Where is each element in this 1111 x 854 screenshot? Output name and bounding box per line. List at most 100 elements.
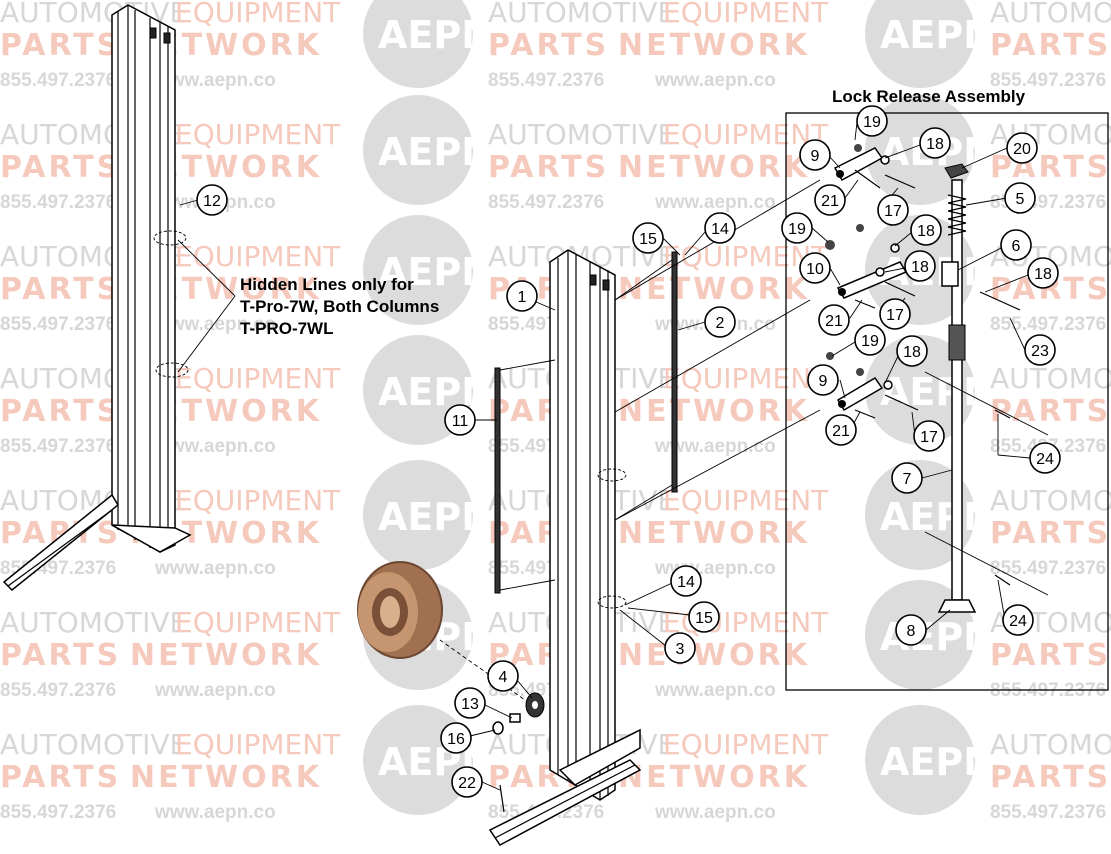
svg-text:855.497.2376: 855.497.2376 xyxy=(0,680,116,701)
svg-text:NETWORK: NETWORK xyxy=(618,516,810,551)
svg-text:17: 17 xyxy=(884,203,902,220)
svg-text:6: 6 xyxy=(1012,238,1021,255)
svg-text:7: 7 xyxy=(903,471,912,488)
svg-text:AEPN: AEPN xyxy=(378,130,493,174)
callout-9-top: 9 xyxy=(799,139,831,171)
callout-6: 6 xyxy=(1000,229,1032,261)
svg-text:EQUIPMENT: EQUIPMENT xyxy=(175,118,341,151)
callout-23: 23 xyxy=(1024,334,1056,366)
svg-text:AUTOMOTIVE: AUTOMOTIVE xyxy=(990,362,1111,395)
svg-text:10: 10 xyxy=(806,261,824,278)
svg-text:21: 21 xyxy=(821,193,839,210)
watermark-logos xyxy=(363,0,975,815)
svg-text:NETWORK: NETWORK xyxy=(618,28,810,63)
svg-text:www.aepn.co: www.aepn.co xyxy=(154,70,276,91)
callout-17-top: 17 xyxy=(877,194,909,226)
svg-text:NETWORK: NETWORK xyxy=(618,394,810,429)
svg-text:15: 15 xyxy=(695,610,713,627)
callout-7: 7 xyxy=(891,462,923,494)
svg-text:PARTS: PARTS xyxy=(488,28,609,63)
svg-text:18: 18 xyxy=(917,223,935,240)
callout-3: 3 xyxy=(664,632,696,664)
svg-text:17: 17 xyxy=(920,429,938,446)
svg-text:24: 24 xyxy=(1036,451,1054,468)
svg-text:3: 3 xyxy=(676,641,685,658)
svg-text:www.aepn.co: www.aepn.co xyxy=(654,680,776,701)
svg-text:22: 22 xyxy=(458,775,476,792)
main-column-drawing xyxy=(488,249,642,846)
callout-20: 20 xyxy=(1006,132,1038,164)
svg-text:19: 19 xyxy=(861,333,879,350)
svg-text:16: 16 xyxy=(447,731,465,748)
svg-text:18: 18 xyxy=(903,344,921,361)
svg-text:9: 9 xyxy=(811,148,820,165)
svg-text:NETWORK: NETWORK xyxy=(618,150,810,185)
svg-text:19: 19 xyxy=(788,221,806,238)
wheel-hardware xyxy=(492,692,545,813)
svg-text:8: 8 xyxy=(907,623,916,640)
callout-24-bottom: 24 xyxy=(1002,604,1034,636)
svg-text:www.aepn.co: www.aepn.co xyxy=(154,558,276,579)
hidden-lines-note-line1: Hidden Lines only for xyxy=(240,275,414,294)
callout-13: 13 xyxy=(454,687,486,719)
hidden-lines-note-line2: T-Pro-7W, Both Columns xyxy=(240,297,439,316)
svg-text:NETWORK: NETWORK xyxy=(618,272,810,307)
callouts: 12 1 15 14 2 11 14 15 3 4 13 16 22 19 18… xyxy=(196,105,1061,798)
svg-text:19: 19 xyxy=(863,114,881,131)
svg-text:EQUIPMENT: EQUIPMENT xyxy=(663,484,829,517)
svg-text:855.497.2376: 855.497.2376 xyxy=(0,802,116,823)
svg-text:23: 23 xyxy=(1031,343,1049,360)
svg-text:AEPN: AEPN xyxy=(880,495,995,539)
callout-17-mid: 17 xyxy=(879,298,911,330)
svg-text:EQUIPMENT: EQUIPMENT xyxy=(175,606,341,639)
callout-5: 5 xyxy=(1004,182,1036,214)
svg-text:13: 13 xyxy=(461,696,479,713)
svg-text:AEPN: AEPN xyxy=(880,740,995,784)
svg-text:17: 17 xyxy=(886,307,904,324)
callout-11: 11 xyxy=(444,404,476,436)
svg-text:NETWORK: NETWORK xyxy=(130,760,322,795)
callout-2: 2 xyxy=(704,306,736,338)
svg-text:21: 21 xyxy=(832,423,850,440)
svg-text:5: 5 xyxy=(1016,191,1025,208)
svg-text:AEPN: AEPN xyxy=(880,370,995,414)
svg-text:PARTS: PARTS xyxy=(0,638,121,673)
roller-wheel-photo xyxy=(357,561,526,701)
svg-text:4: 4 xyxy=(499,669,508,686)
svg-text:EQUIPMENT: EQUIPMENT xyxy=(663,728,829,761)
callout-18-mid: 18 xyxy=(910,214,942,246)
callout-16: 16 xyxy=(440,722,472,754)
callout-9-low: 9 xyxy=(807,364,839,396)
svg-text:24: 24 xyxy=(1009,613,1027,630)
callout-22: 22 xyxy=(451,766,483,798)
svg-text:PARTS: PARTS xyxy=(0,28,121,63)
svg-text:21: 21 xyxy=(825,313,843,330)
svg-text:12: 12 xyxy=(203,193,221,210)
svg-text:EQUIPMENT: EQUIPMENT xyxy=(175,484,341,517)
svg-text:www.aepn.co: www.aepn.co xyxy=(154,802,276,823)
callout-18-right: 18 xyxy=(1027,257,1059,289)
callout-8: 8 xyxy=(895,614,927,646)
svg-text:NETWORK: NETWORK xyxy=(618,760,810,795)
svg-text:AUTOMOTIVE: AUTOMOTIVE xyxy=(488,118,675,151)
svg-text:EQUIPMENT: EQUIPMENT xyxy=(663,118,829,151)
svg-text:www.aepn.co: www.aepn.co xyxy=(654,802,776,823)
svg-text:PARTS: PARTS xyxy=(488,150,609,185)
svg-text:855.497.2376: 855.497.2376 xyxy=(0,314,116,335)
svg-text:EQUIPMENT: EQUIPMENT xyxy=(663,362,829,395)
svg-text:PARTS: PARTS xyxy=(0,150,121,185)
svg-text:EQUIPMENT: EQUIPMENT xyxy=(175,240,341,273)
callout-21-mid: 21 xyxy=(818,304,850,336)
svg-text:855.497.2376: 855.497.2376 xyxy=(0,192,116,213)
svg-text:PARTS: PARTS xyxy=(0,272,121,307)
hidden-lines-note-line3: T-PRO-7WL xyxy=(240,319,334,338)
svg-text:18: 18 xyxy=(911,259,929,276)
callout-18-mid2: 18 xyxy=(904,250,936,282)
callout-21-top: 21 xyxy=(814,184,846,216)
svg-text:855.497.2376: 855.497.2376 xyxy=(488,192,604,213)
callout-17-low: 17 xyxy=(913,420,945,452)
svg-text:18: 18 xyxy=(1034,266,1052,283)
svg-text:15: 15 xyxy=(639,231,657,248)
svg-text:www.aepn.co: www.aepn.co xyxy=(154,314,276,335)
